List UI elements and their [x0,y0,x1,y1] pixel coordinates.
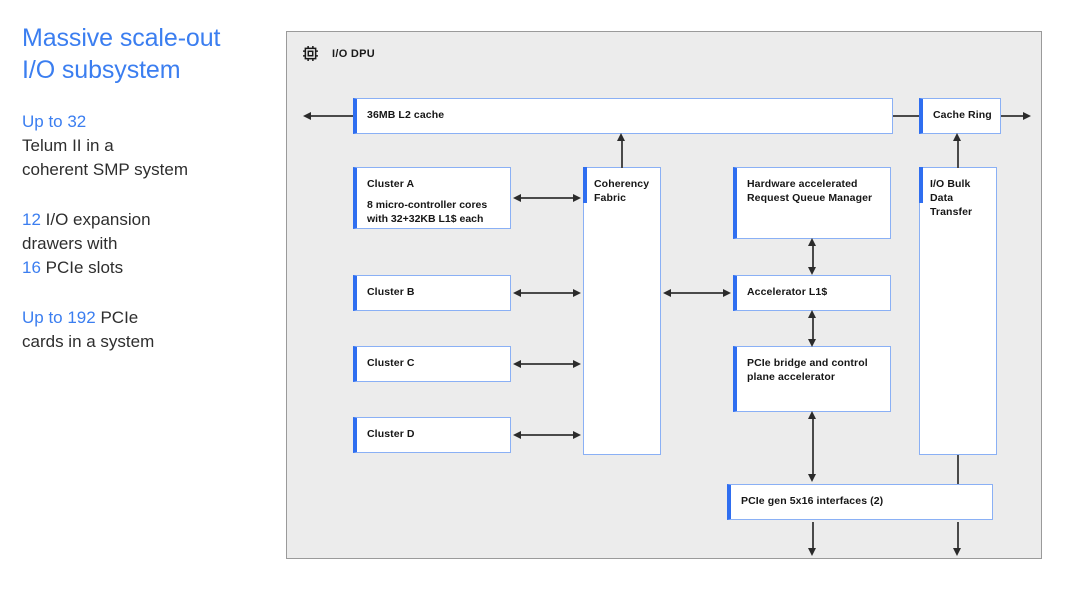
box-cluster-c-label: Cluster C [367,357,415,369]
chip-icon [301,44,320,63]
connector-cluster-b-fabric [519,292,575,294]
box-io-bulk-line3: Transfer [930,206,973,218]
arrow-cluster-c-right [573,359,581,368]
stat-text-cards-line1: PCIe [95,308,139,327]
connector-l2-cachering [893,115,919,117]
stat-accent-32: Up to 32 [22,112,87,131]
box-coherency-fabric-label: Coherency Fabric [594,177,654,205]
diagram-title: I/O DPU [332,47,376,60]
arrow-cluster-b-right [573,288,581,297]
box-cluster-a-desc: 8 micro-controller cores with 32+32KB L1… [367,198,504,226]
stat-block-pcie-cards: Up to 192 PCIe cards in a system [22,306,262,354]
box-cache-ring[interactable]: Cache Ring [919,98,1001,134]
stat-accent-12: 12 [22,210,41,229]
box-cluster-d-label: Cluster D [367,428,415,440]
connector-interfaces-out-left [812,522,814,550]
connector-cluster-d-fabric [519,434,575,436]
arrow-cluster-a-left [513,193,521,202]
box-pcie-bridge-label: PCIe bridge and control plane accelerato… [747,356,884,384]
connector-interfaces-out-right [957,522,959,550]
box-coherency-fabric-line2: Fabric [594,192,627,204]
stat-text-telum-line1: Telum II in a [22,136,114,155]
box-rqm-line1: Hardware accelerated [747,178,858,190]
box-io-bulk-label: I/O Bulk Data Transfer [930,177,990,219]
box-accelerator-l1-label: Accelerator L1$ [747,286,828,298]
connector-accel-bridge [812,317,814,341]
box-cluster-a[interactable]: Cluster A 8 micro-controller cores with … [353,167,511,229]
connector-cluster-c-fabric [519,363,575,365]
arrow-fabric-accel-right [723,288,731,297]
box-cache-ring-label: Cache Ring [933,109,992,121]
arrow-fabric-accel-left [663,288,671,297]
box-pcie-bridge[interactable]: PCIe bridge and control plane accelerato… [733,346,891,412]
connector-fabric-accel [669,292,725,294]
arrow-cluster-b-left [513,288,521,297]
arrow-interfaces-out-left [808,548,816,556]
arrow-bridge-interfaces-up [808,411,816,419]
arrow-cluster-d-right [573,430,581,439]
diagram-title-row: I/O DPU [301,44,375,63]
stat-text-drawers-line3: PCIe slots [40,258,124,277]
arrow-interfaces-out-right [953,548,961,556]
box-pcie-bridge-line1: PCIe bridge and control [747,357,868,369]
stat-text-drawers-line1: I/O expansion [40,210,151,229]
stat-block-telum: Up to 32 Telum II in a coherent SMP syst… [22,110,262,182]
connector-iobulk-interfaces [957,455,959,486]
arrow-l2-left [303,111,311,120]
box-coherency-fabric[interactable]: Coherency Fabric [583,167,661,455]
box-io-bulk-line1: I/O Bulk [930,178,971,190]
arrow-accel-bridge-down [808,339,816,347]
box-cluster-b-label: Cluster B [367,286,415,298]
arrow-rqm-accel-up [808,238,816,246]
arrow-cachering-right [1023,111,1031,120]
box-coherency-fabric-line1: Coherency [594,178,650,190]
box-cluster-d[interactable]: Cluster D [353,417,511,453]
arrow-bridge-interfaces-down [808,474,816,482]
headline-line-1: Massive scale-out [22,24,221,52]
box-cluster-a-desc-line2: with 32+32KB L1$ each [367,213,484,225]
stat-accent-192: Up to 192 [22,308,96,327]
connector-l2-left [309,115,353,117]
connector-fabric-l2 [621,140,623,168]
box-io-bulk-line2: Data [930,192,954,204]
box-accelerator-l1[interactable]: Accelerator L1$ [733,275,891,311]
box-cluster-c[interactable]: Cluster C [353,346,511,382]
arrow-rqm-accel-down [808,267,816,275]
headline-line-2: I/O subsystem [22,56,181,84]
connector-rqm-accel [812,245,814,269]
box-request-queue-manager-label: Hardware accelerated Request Queue Manag… [747,177,884,205]
stat-accent-16: 16 [22,258,41,277]
connector-bridge-interfaces [812,418,814,476]
box-io-bulk-data-transfer[interactable]: I/O Bulk Data Transfer [919,167,997,455]
box-pcie-interfaces-label: PCIe gen 5x16 interfaces (2) [741,495,884,507]
box-cluster-b[interactable]: Cluster B [353,275,511,311]
arrow-cluster-a-right [573,193,581,202]
io-dpu-diagram: I/O DPU 36MB L2 cache Cache Ring Cluster… [286,31,1042,559]
box-l2-cache[interactable]: 36MB L2 cache [353,98,893,134]
arrow-cluster-c-left [513,359,521,368]
box-cluster-a-desc-line1: 8 micro-controller cores [367,199,488,211]
stat-text-telum-line2: coherent SMP system [22,160,188,179]
page-title: Massive scale-out I/O subsystem [22,22,262,86]
arrow-cluster-d-left [513,430,521,439]
slide-text-panel: Massive scale-out I/O subsystem Up to 32… [22,22,262,354]
box-pcie-bridge-line2: plane accelerator [747,371,836,383]
arrow-accel-bridge-up [808,310,816,318]
box-cluster-a-label: Cluster A [367,178,415,190]
box-pcie-interfaces[interactable]: PCIe gen 5x16 interfaces (2) [727,481,996,520]
connector-cluster-a-fabric [519,197,575,199]
connector-cachering-iobulk [957,140,959,168]
box-l2-cache-label: 36MB L2 cache [367,109,445,121]
stat-text-drawers-line2: drawers with [22,234,118,253]
box-request-queue-manager[interactable]: Hardware accelerated Request Queue Manag… [733,167,891,239]
arrow-fabric-l2-up [617,133,625,141]
arrow-iobulk-cachering-up [953,133,961,141]
stat-text-cards-line2: cards in a system [22,332,155,351]
box-rqm-line2: Request Queue Manager [747,192,873,204]
stat-block-io-drawers: 12 I/O expansion drawers with 16 PCIe sl… [22,208,262,280]
connector-cachering-right [1001,115,1025,117]
